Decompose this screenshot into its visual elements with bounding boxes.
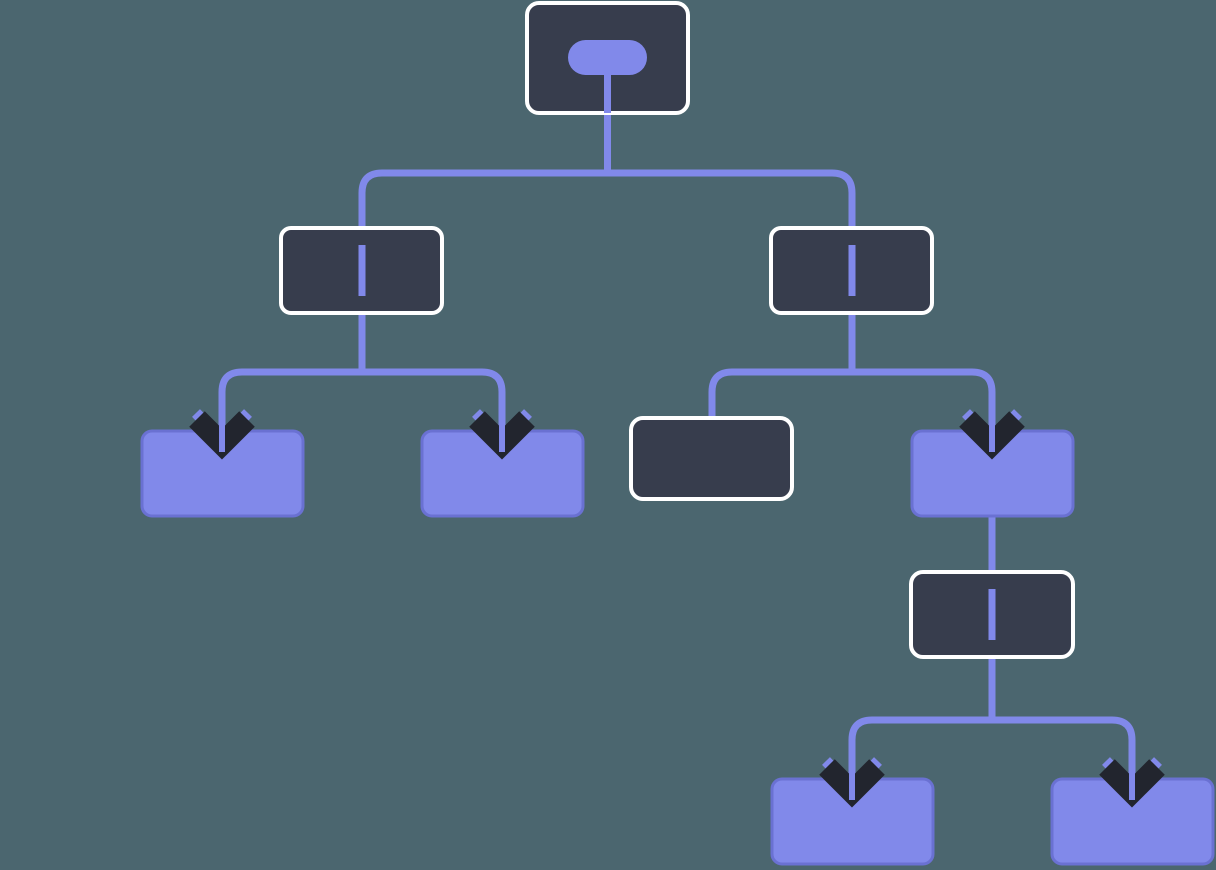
node-layer xyxy=(140,1,1215,866)
node-dark-leaf[interactable] xyxy=(629,416,794,501)
edge-n2-n5[interactable] xyxy=(708,368,852,418)
edge-n0-n1[interactable] xyxy=(358,169,608,270)
edge-tip-layer xyxy=(219,400,1135,800)
node-level1-left[interactable] xyxy=(279,226,444,315)
node-level1-right-bar-marker xyxy=(848,245,856,296)
edge-n2-n6[interactable] xyxy=(852,368,996,452)
edge-n7-n9[interactable] xyxy=(992,716,1136,800)
node-root-stem-marker xyxy=(604,70,611,113)
node-root-pill-marker xyxy=(568,40,647,75)
edge-n1-n3[interactable] xyxy=(218,368,362,452)
edge-n1-n4[interactable] xyxy=(362,368,506,452)
edge-n7-n8[interactable] xyxy=(848,716,992,800)
node-level3-dark[interactable] xyxy=(909,570,1075,659)
edge-n0-n2[interactable] xyxy=(607,169,856,270)
node-level3-bar-marker xyxy=(988,589,996,640)
node-root[interactable] xyxy=(525,1,690,115)
node-level1-right[interactable] xyxy=(769,226,934,315)
node-level1-left-bar-marker xyxy=(358,245,366,296)
